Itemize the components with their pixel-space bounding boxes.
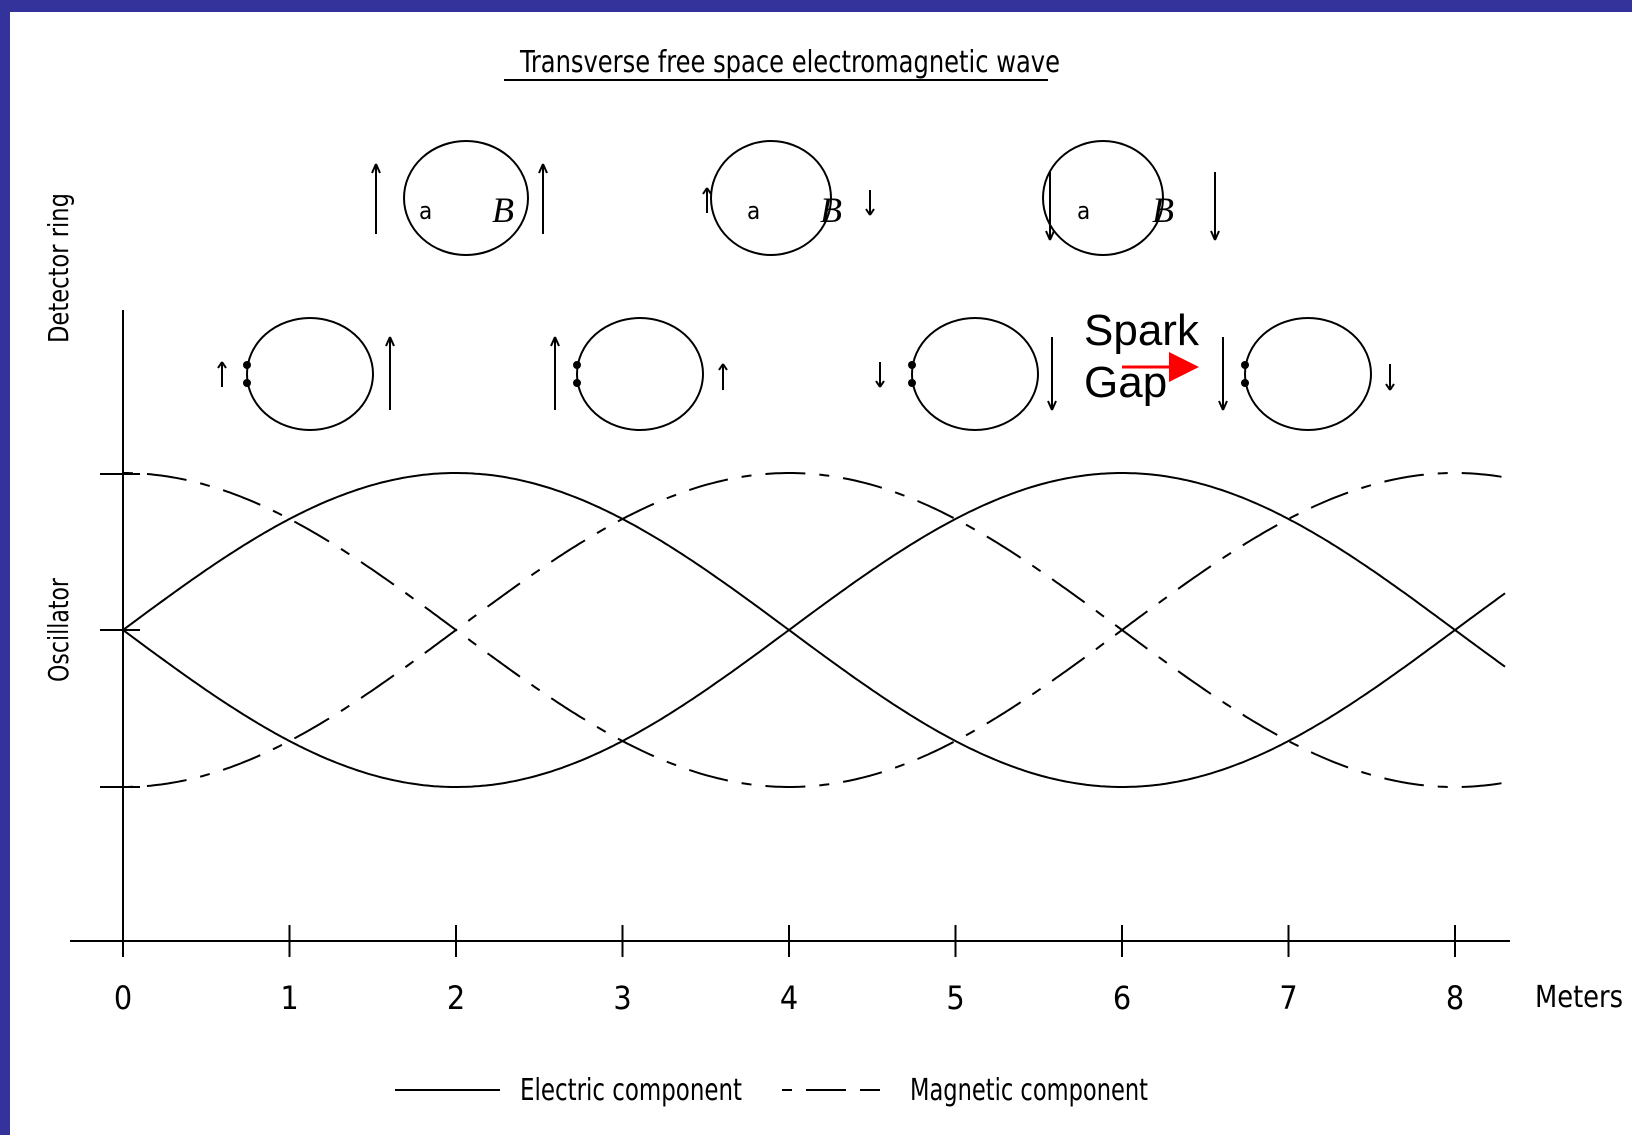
x-tick-label: 6 xyxy=(1113,979,1131,1017)
gap-label: Gap xyxy=(1084,358,1167,407)
detector-ring-lower-4 xyxy=(1218,317,1395,431)
detector-ring-upper-3: a B xyxy=(1042,140,1220,256)
point-a-label: a xyxy=(419,197,432,225)
downward-arrow-icon xyxy=(1218,337,1228,411)
upward-arrow-icon xyxy=(385,336,395,410)
spark-label: Spark xyxy=(1084,306,1200,355)
point-a-label: a xyxy=(747,197,760,225)
x-tick-label: 7 xyxy=(1279,979,1297,1017)
downward-arrow-icon xyxy=(1385,364,1395,391)
x-tick-label: 1 xyxy=(280,979,298,1017)
x-tick-label: 2 xyxy=(447,979,465,1017)
spark-gap-dots-icon xyxy=(573,361,581,387)
point-a-label: a xyxy=(1077,197,1090,225)
ring-circle xyxy=(1042,140,1164,256)
legend-magnetic-label: Magnetic component xyxy=(910,1073,1148,1108)
point-b-label: B xyxy=(1152,190,1174,230)
spark-gap-annotation: Spark Gap xyxy=(1084,306,1200,407)
detector-ring-upper-1: a B xyxy=(371,140,548,256)
ring-circle xyxy=(403,140,529,256)
downward-arrow-icon xyxy=(1210,172,1220,241)
x-tick-label: 0 xyxy=(114,979,132,1017)
detector-ring-upper-2: a B xyxy=(702,140,875,256)
oscillator-label: Oscillator xyxy=(42,577,75,682)
detector-ring-lower-1 xyxy=(217,317,395,431)
spark-gap-dots-icon xyxy=(1241,361,1249,387)
upward-arrow-icon xyxy=(217,361,227,387)
downward-arrow-icon xyxy=(865,190,875,216)
detector-ring-row-upper: a B a B a B xyxy=(371,140,1220,256)
upward-arrow-icon xyxy=(718,363,728,390)
detector-ring-lower-3 xyxy=(875,317,1057,431)
detector-ring-label: Detector ring xyxy=(42,193,75,343)
downward-arrow-icon xyxy=(1045,172,1055,241)
magnetic-wave-negative xyxy=(123,472,1506,788)
x-axis-unit-label: Meters xyxy=(1535,980,1623,1015)
ring-circle xyxy=(710,140,832,256)
x-ticks: 0 1 2 3 4 5 6 7 8 xyxy=(114,925,1464,1017)
point-b-label: B xyxy=(492,190,514,230)
wave-curves xyxy=(122,472,1506,788)
upward-arrow-icon xyxy=(538,163,548,234)
ring-circle xyxy=(246,317,374,431)
legend-electric-label: Electric component xyxy=(520,1073,742,1108)
x-tick-label: 8 xyxy=(1446,979,1464,1017)
x-tick-label: 3 xyxy=(613,979,631,1017)
magnetic-wave-positive xyxy=(123,472,1506,788)
x-tick-label: 4 xyxy=(780,979,798,1017)
downward-arrow-icon xyxy=(875,362,885,388)
axes xyxy=(70,310,1510,942)
detector-ring-row-lower xyxy=(217,317,1395,431)
detector-ring-lower-2 xyxy=(550,317,728,431)
upward-arrow-icon xyxy=(371,163,381,234)
slide: Transverse free space electromagnetic wa… xyxy=(10,12,1632,1135)
diagram-canvas: Transverse free space electromagnetic wa… xyxy=(42,45,1623,1108)
electric-wave-negative xyxy=(122,472,1506,788)
upward-arrow-icon xyxy=(550,336,560,410)
legend: Electric component Magnetic component xyxy=(395,1073,1148,1108)
downward-arrow-icon xyxy=(1047,337,1057,411)
diagram-title: Transverse free space electromagnetic wa… xyxy=(519,45,1060,80)
upward-arrow-icon xyxy=(702,187,712,213)
ring-circle xyxy=(576,317,704,431)
ring-circle xyxy=(1244,317,1372,431)
x-tick-label: 5 xyxy=(946,979,964,1017)
spark-gap-dots-icon xyxy=(908,361,916,387)
spark-gap-dots-icon xyxy=(243,361,251,387)
electric-wave-positive xyxy=(122,472,1506,788)
ring-circle xyxy=(911,317,1039,431)
point-b-label: B xyxy=(820,190,842,230)
